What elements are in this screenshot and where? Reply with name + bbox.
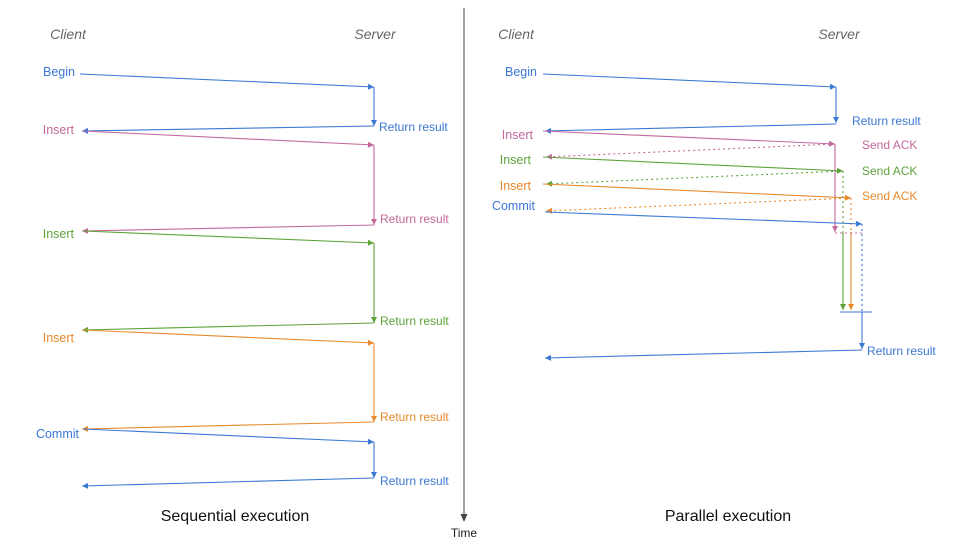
seq-response-arrow-arrowhead [82,482,89,489]
par-begin-request-arrow [542,73,837,88]
time-axis-arrowhead [460,514,468,522]
seq-commit-response: Return result [380,474,449,488]
seq-response-arrow [81,125,375,132]
seq-insert3-response: Return result [380,410,449,424]
par-insert-processing-arrow-arrowhead [832,226,838,232]
seq-insert1-label: Insert [43,123,75,137]
par-insert-request-arrow-arrowhead [836,167,843,174]
seq-processing-arrow-arrowhead [371,219,377,225]
par-begin-response: Return result [852,114,921,128]
seq-request-arrow [82,230,375,244]
seq-request-arrow [79,73,375,88]
par-commit-label: Commit [492,199,536,213]
seq-server-header: Server [354,26,397,42]
seq-response-arrow [81,224,375,232]
time-label: Time [451,526,478,540]
seq-processing-arrow-arrowhead [371,120,377,126]
seq-begin-response: Return result [379,120,448,134]
par-ack-arrow [545,143,836,158]
par-ack-arrow [545,170,844,185]
par-insert-request-arrow [542,183,852,199]
seq-request-arrow-arrowhead [367,438,374,445]
seq-request-arrow-arrowhead [367,239,374,246]
par-insert-request-arrow [542,156,844,172]
par-commit-response-arrow-arrowhead [545,354,552,361]
par-caption: Parallel execution [665,508,791,525]
par-commit-processing-arrow-arrowhead [859,343,865,349]
par-insert1-ack: Send ACK [862,138,917,152]
par-commit-response-arrow [544,349,863,359]
par-insert-processing-arrow-arrowhead [840,304,846,310]
par-insert3-ack: Send ACK [862,189,917,203]
seq-insert2-response: Return result [380,314,449,328]
seq-request-arrow [82,130,375,146]
seq-insert1-response: Return result [380,212,449,226]
par-insert-request-arrow [542,130,836,145]
par-begin-request-arrow-arrowhead [829,83,836,90]
par-insert-request-arrow-arrowhead [844,194,851,201]
par-ack-arrow-arrowhead [546,153,553,160]
par-insert2-label: Insert [500,153,532,167]
par-begin-processing-arrow-arrowhead [833,117,839,123]
seq-processing-arrow-arrowhead [371,416,377,422]
seq-insert3-label: Insert [43,331,75,345]
seq-request-arrow-arrowhead [367,141,374,148]
par-server-header: Server [818,26,861,42]
seq-processing-arrow-arrowhead [371,472,377,478]
par-insert2-ack: Send ACK [862,164,917,178]
par-commit-request-arrow [544,211,863,225]
seq-commit-label: Commit [36,427,80,441]
seq-caption: Sequential execution [161,508,310,525]
seq-request-arrow [82,428,375,443]
par-commit-request-arrow-arrowhead [855,220,862,227]
seq-insert2-label: Insert [43,227,75,241]
par-client-header: Client [498,26,535,42]
seq-begin-label: Begin [43,65,75,79]
seq-request-arrow [82,329,375,344]
par-commit-response: Return result [867,344,936,358]
par-begin-label: Begin [505,65,537,79]
par-insert-processing-arrow-arrowhead [848,304,854,310]
seq-request-arrow-arrowhead [367,339,374,346]
par-ack-arrow [545,197,852,212]
par-insert-request-arrow-arrowhead [828,140,835,147]
seq-response-arrow [81,477,375,487]
seq-request-arrow-arrowhead [367,83,374,90]
seq-response-arrow [81,421,375,430]
seq-response-arrow [81,322,375,331]
par-begin-response-arrow [544,123,837,132]
par-insert3-label: Insert [500,179,532,193]
par-insert1-label: Insert [502,128,534,142]
par-ack-arrow-arrowhead [546,207,553,214]
seq-processing-arrow-arrowhead [371,317,377,323]
seq-client-header: Client [50,26,87,42]
